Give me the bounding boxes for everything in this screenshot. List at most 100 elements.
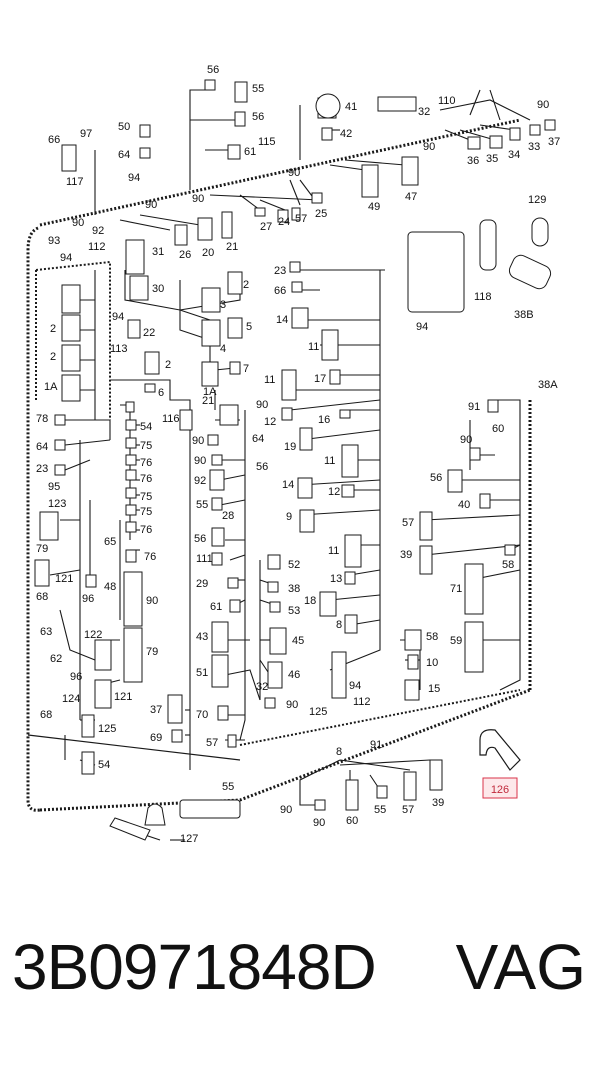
harness-lines xyxy=(26,89,532,841)
callout-57: 57 xyxy=(295,213,307,225)
callout-8: 8 xyxy=(336,746,342,758)
callout-17: 17 xyxy=(314,373,326,385)
callout-93: 93 xyxy=(48,235,60,247)
callout-56: 56 xyxy=(430,472,442,484)
callout-2: 2 xyxy=(165,359,171,371)
callout-56: 56 xyxy=(207,64,219,76)
callout-24: 24 xyxy=(278,216,290,228)
callout-59: 59 xyxy=(450,635,462,647)
callout-96: 96 xyxy=(70,671,82,683)
callout-43: 43 xyxy=(196,631,208,643)
callout-113: 113 xyxy=(110,343,128,355)
callout-13: 13 xyxy=(330,573,342,585)
callout-76: 76 xyxy=(140,473,152,485)
callout-1A: 1A xyxy=(44,381,58,393)
callout-34: 34 xyxy=(508,149,520,161)
callout-112: 112 xyxy=(88,241,106,253)
callout-29: 29 xyxy=(196,578,208,590)
footer: 3B0971848D VAG xyxy=(0,930,600,1040)
callout-90: 90 xyxy=(286,699,298,711)
callout-46: 46 xyxy=(288,669,300,681)
callout-21: 21 xyxy=(226,241,238,253)
callout-90: 90 xyxy=(460,434,472,446)
callout-42: 42 xyxy=(340,128,352,140)
callout-64: 64 xyxy=(252,433,264,445)
callout-45: 45 xyxy=(292,635,304,647)
callout-50: 50 xyxy=(118,121,130,133)
callout-11: 11 xyxy=(328,545,339,557)
callout-57: 57 xyxy=(402,804,414,816)
callout-90: 90 xyxy=(145,199,157,211)
callout-15: 15 xyxy=(428,683,440,695)
callout-60: 60 xyxy=(346,815,358,827)
callout-97: 97 xyxy=(80,128,92,140)
callout-37: 37 xyxy=(548,136,560,148)
callout-90: 90 xyxy=(256,399,268,411)
callout-90: 90 xyxy=(423,141,435,153)
callout-58: 58 xyxy=(502,559,514,571)
callout-64: 64 xyxy=(118,149,130,161)
callout-90: 90 xyxy=(288,167,300,179)
callout-61: 61 xyxy=(210,601,222,613)
callout-39: 39 xyxy=(400,549,412,561)
callout-56: 56 xyxy=(194,533,206,545)
callout-124: 124 xyxy=(62,693,80,705)
brand-label: VAG xyxy=(455,931,586,1003)
callout-127: 127 xyxy=(180,833,198,845)
callout-55: 55 xyxy=(196,499,208,511)
callout-53: 53 xyxy=(288,605,300,617)
callout-20: 20 xyxy=(202,247,214,259)
callout-12: 12 xyxy=(264,416,276,428)
callout-2: 2 xyxy=(243,279,249,291)
callout-115: 115 xyxy=(258,136,276,148)
callout-71: 71 xyxy=(450,583,462,595)
callout-125: 125 xyxy=(98,723,116,735)
part-number: 3B0971848D xyxy=(12,931,377,1003)
callout-111: 111 xyxy=(196,553,213,565)
callout-10: 10 xyxy=(426,657,438,669)
callout-14: 14 xyxy=(282,479,294,491)
callout-76: 76 xyxy=(144,551,156,563)
callout-79: 79 xyxy=(146,646,158,658)
callout-14: 14 xyxy=(276,314,288,326)
callout-11: 11 xyxy=(264,374,275,386)
callout-38A: 38A xyxy=(538,379,558,391)
callout-91: 91 xyxy=(468,401,480,413)
callout-2: 2 xyxy=(50,351,56,363)
callout-27: 27 xyxy=(260,221,272,233)
callout-32: 32 xyxy=(256,681,268,693)
callout-90: 90 xyxy=(280,804,292,816)
callout-1A: 1A xyxy=(203,386,217,398)
callout-128: 128 xyxy=(0,0,18,3)
callout-92: 92 xyxy=(92,225,104,237)
callout-90: 90 xyxy=(194,455,206,467)
callout-16: 16 xyxy=(318,414,330,426)
callout-4: 4 xyxy=(220,343,226,355)
callout-38: 38 xyxy=(288,583,300,595)
callout-9: 9 xyxy=(286,511,292,523)
callout-38B: 38B xyxy=(514,309,534,321)
callout-47: 47 xyxy=(405,191,417,203)
callout-70: 70 xyxy=(196,709,208,721)
callout-79: 79 xyxy=(36,543,48,555)
callout-126-highlighted: 126 xyxy=(491,784,509,796)
callout-12: 12 xyxy=(328,486,340,498)
callout-21: 21 xyxy=(202,395,214,407)
callout-2: 2 xyxy=(50,323,56,335)
callout-51: 51 xyxy=(196,667,208,679)
connectors xyxy=(34,79,556,841)
callout-61: 61 xyxy=(244,146,256,158)
callout-90: 90 xyxy=(313,817,325,829)
callout-8: 8 xyxy=(336,619,342,631)
callout-54: 54 xyxy=(140,421,152,433)
callout-55: 55 xyxy=(222,781,234,793)
callout-33: 33 xyxy=(528,141,540,153)
callout-36: 36 xyxy=(467,155,479,167)
callout-23: 23 xyxy=(274,265,286,277)
callout-94: 94 xyxy=(112,311,124,323)
callout-55: 55 xyxy=(252,83,264,95)
callout-60: 60 xyxy=(492,423,504,435)
callout-76: 76 xyxy=(140,524,152,536)
callout-90: 90 xyxy=(72,217,84,229)
callout-94: 94 xyxy=(128,172,140,184)
